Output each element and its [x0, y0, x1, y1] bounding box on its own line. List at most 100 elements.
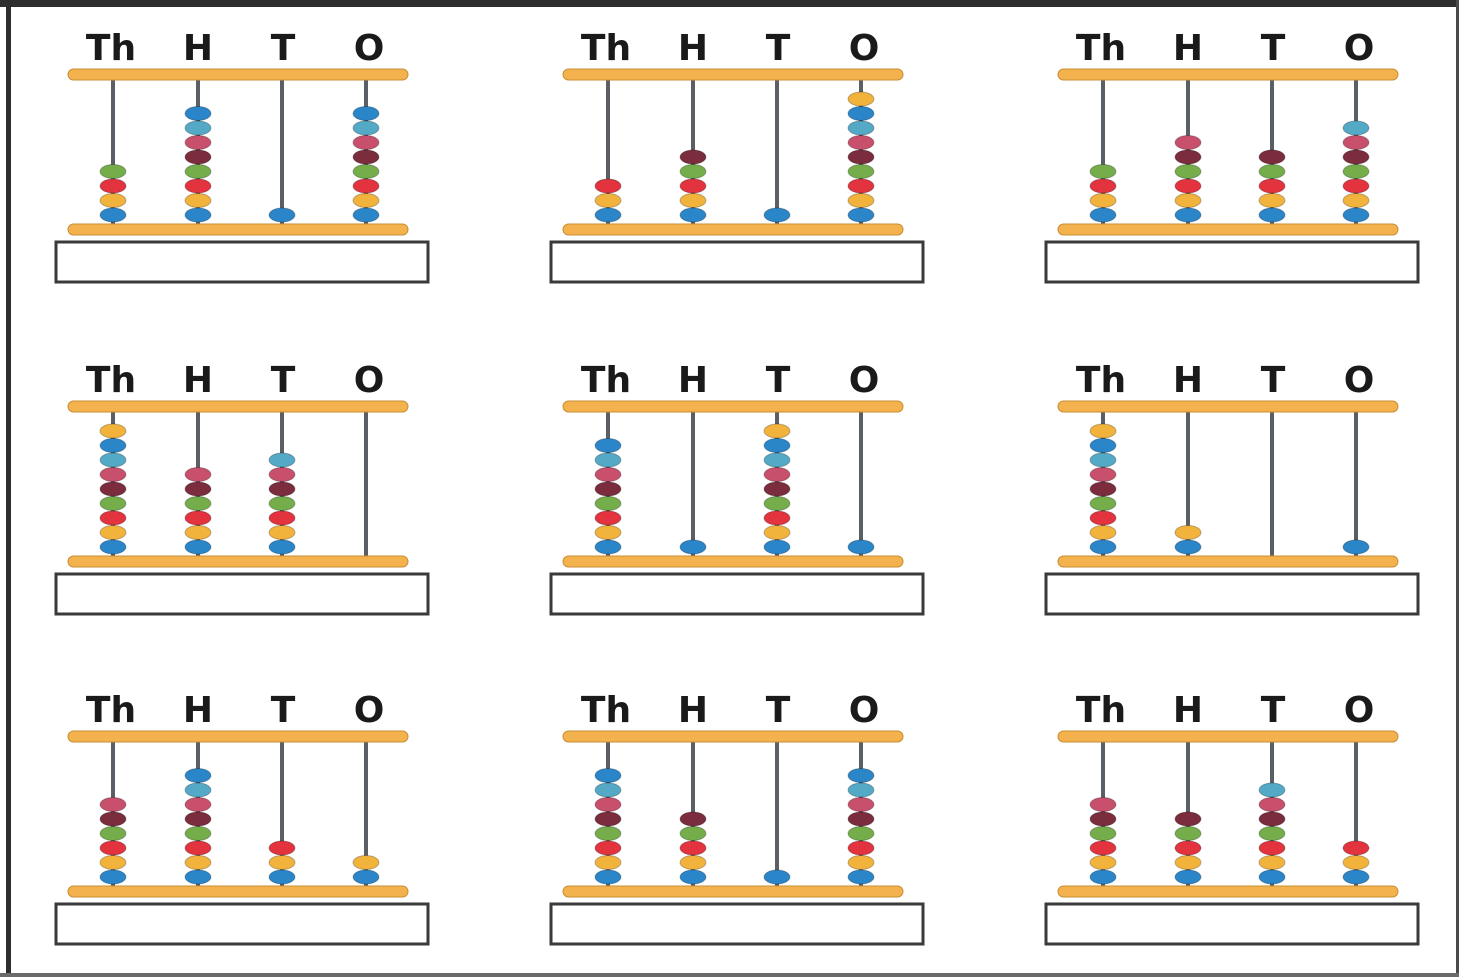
column-label-th: Th	[1076, 690, 1126, 731]
abacus-base-bar	[67, 555, 409, 568]
answer-box[interactable]	[54, 572, 430, 616]
abacus-base-bar	[67, 885, 409, 898]
column-label-o: O	[354, 28, 385, 69]
abacus-bead	[594, 797, 622, 812]
column-label-h: H	[678, 690, 708, 731]
abacus-bead	[679, 811, 707, 827]
column-label-th: Th	[581, 360, 631, 401]
abacus-bead	[99, 539, 127, 555]
abacus-bead	[847, 826, 875, 841]
abacus-bead	[594, 826, 622, 841]
column-label-t: T	[766, 28, 791, 69]
abacus-bead	[184, 481, 212, 497]
abacus-bead	[1258, 164, 1286, 179]
abacus-bead	[1089, 423, 1117, 439]
abacus-bead	[679, 855, 707, 870]
abacus-bead	[847, 782, 875, 798]
abacus-bead	[1174, 539, 1202, 555]
abacus-bead	[1342, 207, 1370, 223]
abacus-bead	[184, 135, 212, 150]
frame-top-border	[0, 0, 1459, 7]
abacus-top-bar	[562, 68, 904, 81]
column-label-t: T	[271, 690, 296, 731]
abacus-bead	[352, 120, 380, 136]
abacus-bead	[594, 452, 622, 468]
column-label-t: T	[1261, 690, 1286, 731]
column-label-o: O	[1344, 690, 1375, 731]
abacus-top-bar	[1057, 730, 1399, 743]
abacus-bead	[594, 525, 622, 540]
abacus-bead	[268, 510, 296, 526]
abacus-bead	[1258, 782, 1286, 798]
abacus-bead	[99, 811, 127, 827]
abacus-bead	[1174, 135, 1202, 150]
abacus-bead	[184, 525, 212, 540]
column-label-th: Th	[581, 28, 631, 69]
abacus-bead	[1342, 149, 1370, 165]
abacus-bead	[847, 869, 875, 885]
column-label-t: T	[1261, 28, 1286, 69]
abacus-bead	[99, 452, 127, 468]
column-label-h: H	[183, 360, 213, 401]
abacus-bead	[594, 178, 622, 194]
abacus-bead	[99, 855, 127, 870]
abacus-top-bar	[1057, 400, 1399, 413]
abacus-bead	[847, 207, 875, 223]
answer-box[interactable]	[549, 240, 925, 284]
abacus-bead	[1089, 510, 1117, 526]
abacus-bead	[184, 811, 212, 827]
column-label-o: O	[354, 360, 385, 401]
abacus-bead	[184, 826, 212, 841]
abacus-bead	[594, 869, 622, 885]
abacus-bead	[763, 496, 791, 511]
column-label-h: H	[1173, 28, 1203, 69]
abacus-bead	[1174, 149, 1202, 165]
abacus-bead	[847, 178, 875, 194]
abacus-bead	[1089, 164, 1117, 179]
abacus-bead	[679, 149, 707, 165]
abacus-bead	[1089, 178, 1117, 194]
abacus-bead	[763, 207, 791, 223]
abacus-bead	[847, 811, 875, 827]
answer-box[interactable]	[54, 902, 430, 946]
answer-box[interactable]	[54, 240, 430, 284]
abacus-bead	[184, 869, 212, 885]
answer-box[interactable]	[1044, 572, 1420, 616]
abacus-bead	[594, 782, 622, 798]
abacus-bead	[679, 164, 707, 179]
abacus-bead	[1342, 539, 1370, 555]
abacus-bead	[847, 149, 875, 165]
abacus-bead	[847, 120, 875, 136]
abacus-bead	[1089, 811, 1117, 827]
abacus-bead	[1089, 539, 1117, 555]
abacus-top-bar	[562, 730, 904, 743]
answer-box[interactable]	[549, 572, 925, 616]
abacus-bead	[1174, 164, 1202, 179]
abacus-bead	[1174, 811, 1202, 827]
abacus-bead	[184, 106, 212, 121]
abacus-bead	[184, 768, 212, 783]
answer-box[interactable]	[1044, 240, 1420, 284]
abacus-base-bar	[67, 223, 409, 236]
abacus-base-bar	[1057, 223, 1399, 236]
frame-right-border	[1456, 0, 1459, 977]
column-label-o: O	[1344, 28, 1375, 69]
abacus-bead	[847, 797, 875, 812]
abacus-bead	[99, 797, 127, 812]
abacus-bead	[1174, 525, 1202, 540]
answer-box[interactable]	[1044, 902, 1420, 946]
abacus-bead	[1089, 452, 1117, 468]
column-label-t: T	[1261, 360, 1286, 401]
answer-box[interactable]	[549, 902, 925, 946]
abacus-bead	[847, 855, 875, 870]
abacus-bead	[268, 840, 296, 856]
abacus-bead	[268, 869, 296, 885]
abacus-bead	[847, 193, 875, 208]
abacus-bead	[99, 423, 127, 439]
abacus-bead	[679, 539, 707, 555]
abacus-bead	[1342, 193, 1370, 208]
